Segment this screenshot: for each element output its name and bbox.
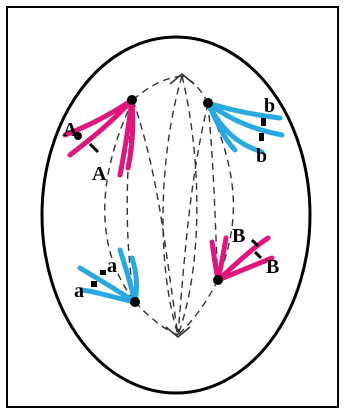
label-B-upper: B: [232, 225, 245, 247]
label-A-lower: A: [92, 163, 107, 185]
gene-locus-b-lower: [259, 133, 264, 141]
label-a-lower: a: [74, 280, 84, 302]
gene-locus-A-upper: [74, 132, 82, 140]
chromosome-b: [205, 100, 285, 155]
label-B-lower: B: [266, 256, 279, 278]
chromosome-A: [62, 97, 136, 178]
label-A-upper: A: [63, 119, 78, 141]
centromere-upper-right: [203, 98, 213, 108]
spindle-poles: [165, 72, 195, 339]
gene-locus-A-lower: [88, 142, 100, 154]
centromere-lower-left: [130, 297, 140, 307]
gene-locus-B-upper: [250, 238, 260, 248]
gene-locus-a-lower: [91, 281, 97, 287]
gene-locus-b-upper: [261, 118, 266, 126]
cell-membrane: [40, 35, 312, 395]
chromosome-a: [77, 247, 139, 305]
label-b-upper: b: [264, 95, 275, 117]
gene-locus-B-lower: [253, 250, 263, 260]
gene-locus-a-upper: [100, 270, 106, 275]
centromere-lower-right: [213, 275, 223, 285]
label-a-upper: a: [107, 255, 117, 277]
centromere-upper-left: [127, 95, 137, 105]
label-b-lower: b: [256, 145, 267, 167]
figure-frame: [6, 6, 339, 408]
